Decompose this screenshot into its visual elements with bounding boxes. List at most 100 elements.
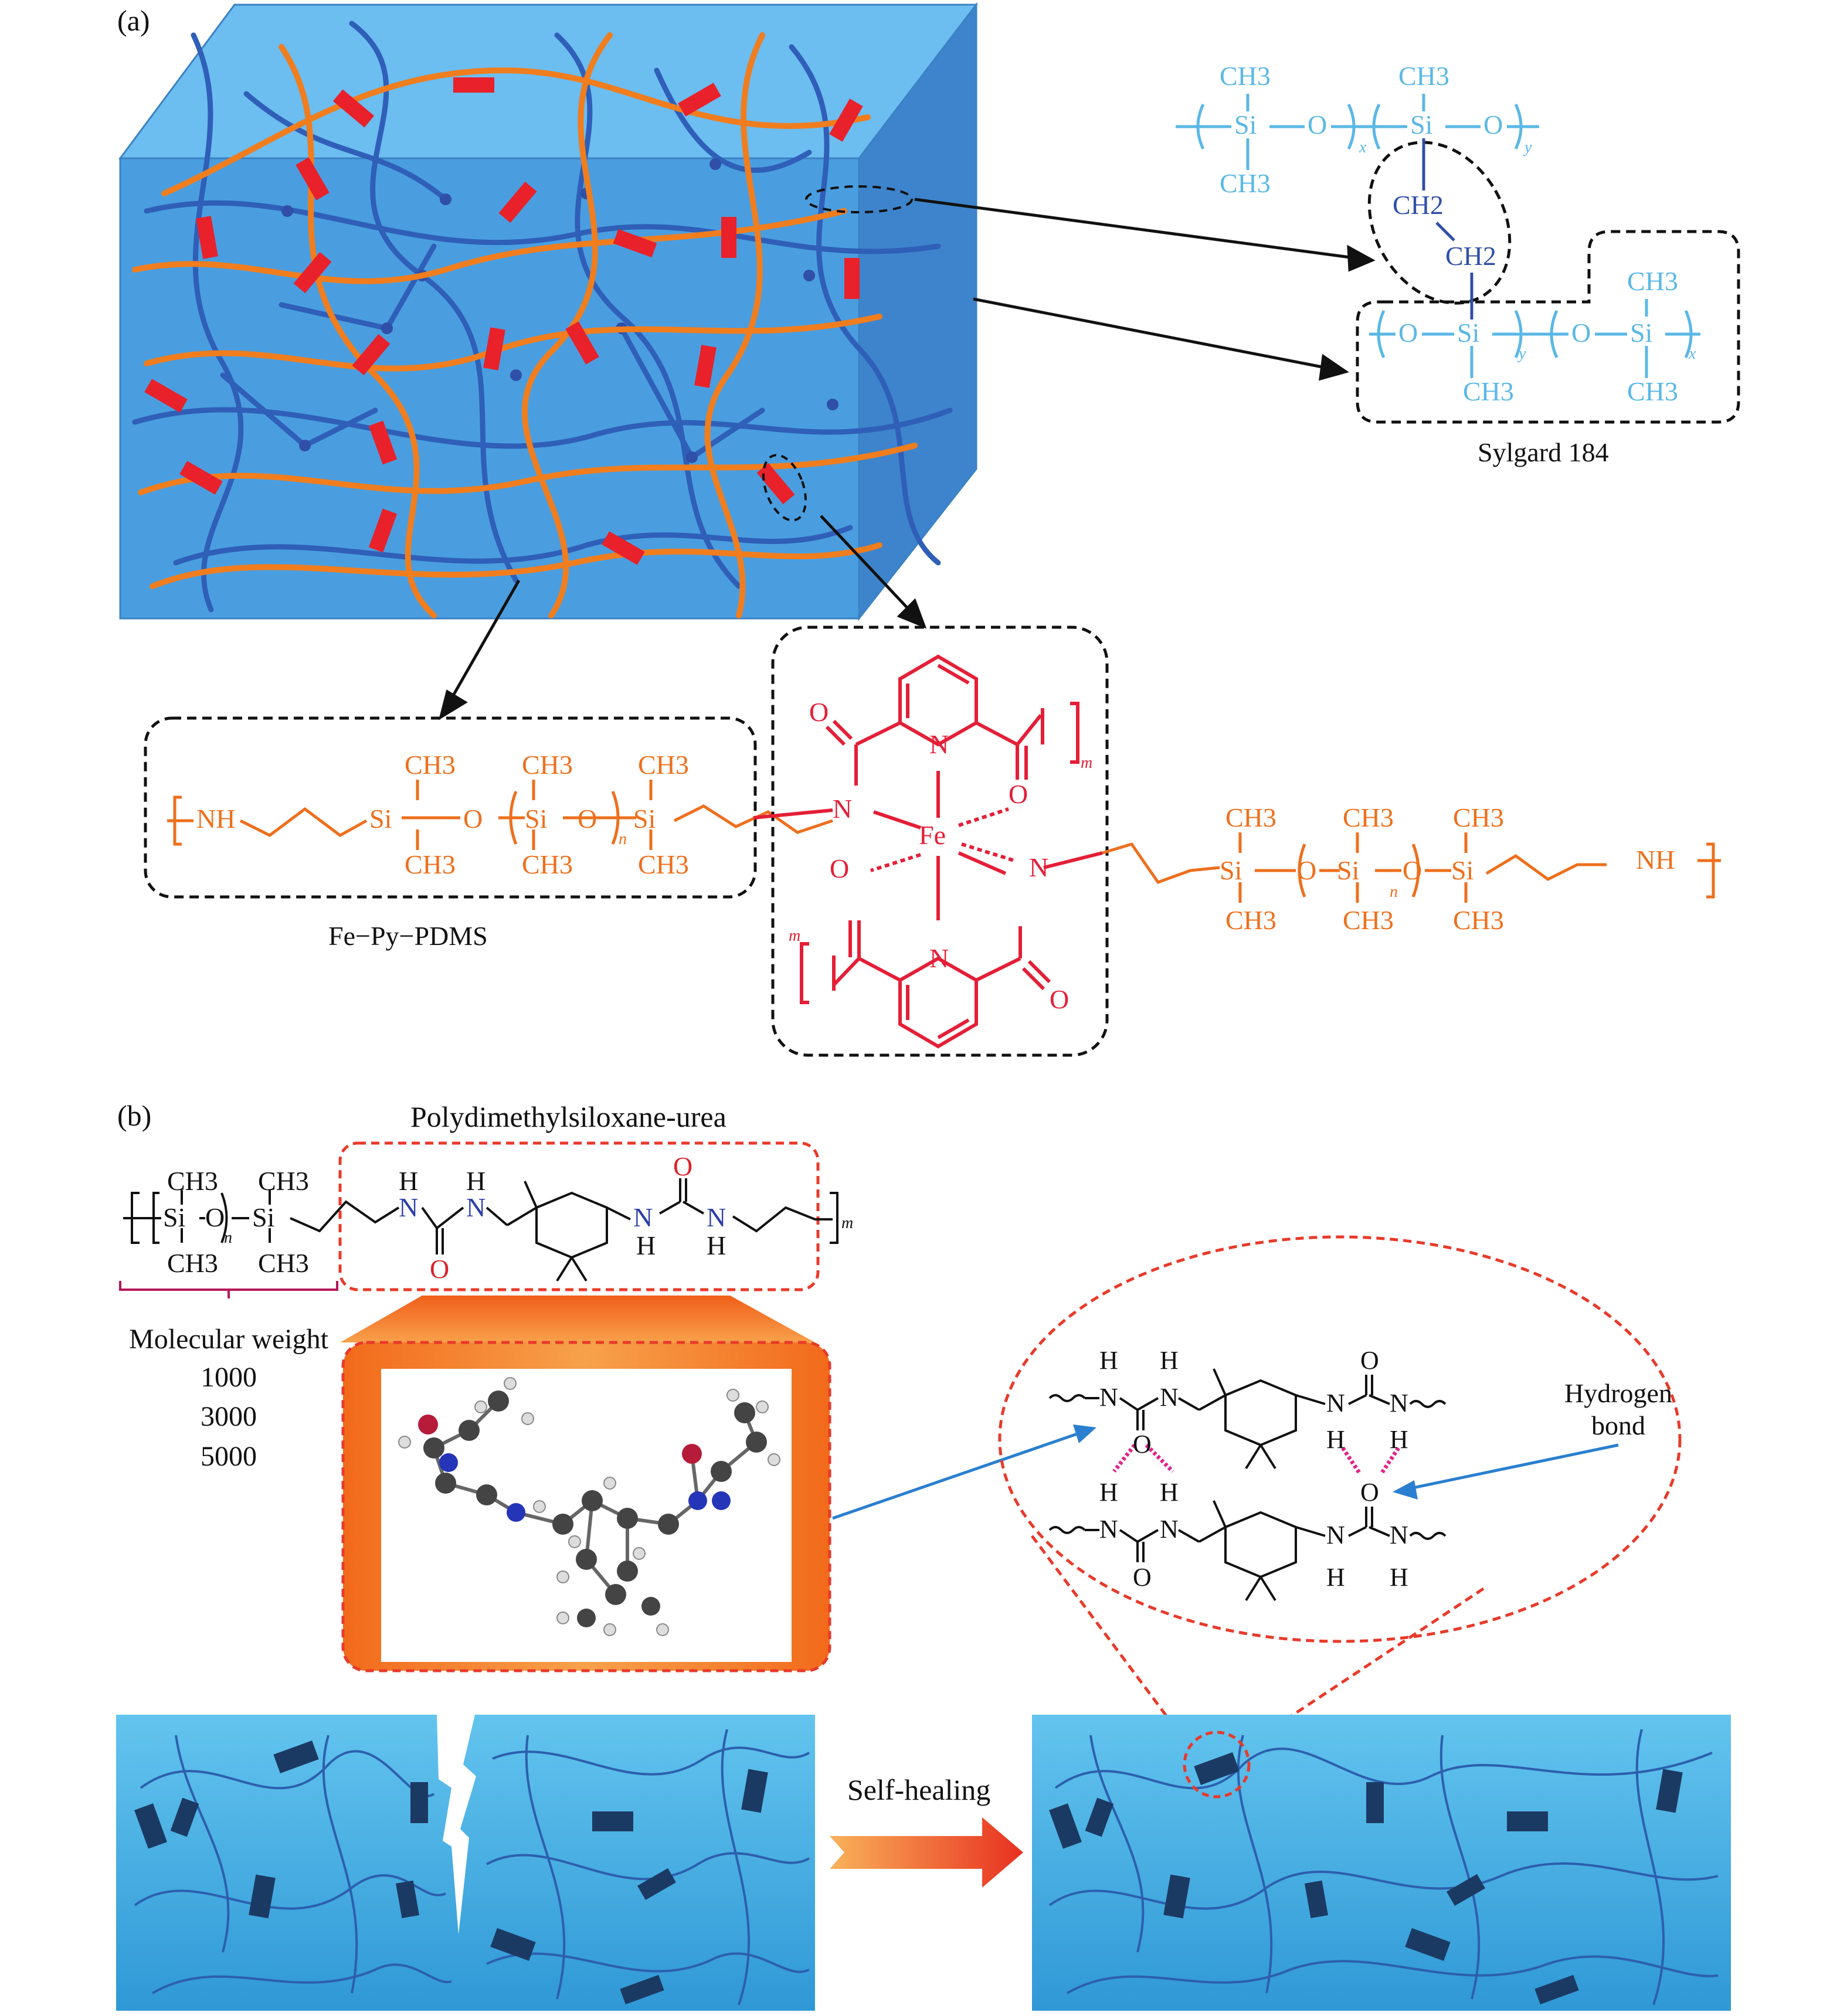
self-healing-label: Self-healing [847,1773,990,1806]
urea-segments [134,1740,768,2005]
si-atom: Si [525,804,547,834]
subscript-n: n [619,830,627,848]
si-atom: Si [633,804,656,834]
o-atom: O [1360,1478,1379,1507]
n-atom: N [399,1192,418,1222]
ch3-label: CH3 [405,750,456,780]
ch3-label: CH3 [638,849,689,879]
carbonyl-o: O [1009,779,1028,809]
h-atom: H [707,1230,726,1260]
network-cube [118,2,979,621]
pyridine-n: N [929,943,949,973]
mw-value: 1000 [201,1362,257,1393]
h-atom: H [636,1230,656,1260]
si-atom: Si [252,1202,274,1232]
hydrogen-bond-callout: Hydrogen bond [1393,1378,1672,1500]
zoom-pointer-head [1073,1425,1096,1443]
ch3-label: CH3 [167,1248,218,1278]
si-atom: Si [1337,855,1359,885]
o-atom: O [463,804,483,834]
h-atom: H [1326,1563,1345,1592]
sylgard-link-highlight [1367,141,1512,305]
hydrogen-bond-zoom: H N H N O N H O N H H N H N O O N H N H [998,1235,1682,1757]
highlight-ellipse-sylgard [805,185,913,213]
o-atom: O [1483,110,1503,140]
ch3-label: CH3 [405,849,456,879]
ch3-label: CH3 [258,1248,309,1278]
ch3-label: CH3 [522,750,573,780]
n-atom: N [1160,1383,1179,1412]
molecular-model-frame [341,1341,831,1672]
si-atom: Si [163,1202,185,1232]
cube-top-face [118,4,979,159]
o-atom: O [1398,318,1418,348]
fe-atom: Fe [919,820,946,850]
subscript-y: y [1523,138,1532,157]
fepy-name: Fe−Py−PDMS [328,921,488,951]
o-atom: O [1571,318,1591,348]
carbonyl-o: O [809,697,829,727]
ch3-label: CH3 [1627,376,1678,406]
pdms-urea-formula: Si O Si CH3 CH3 CH3 CH3 n H N H N O N H … [119,1141,853,1298]
o-atom: O [578,804,597,834]
damaged-slab [116,1715,815,2011]
sylgard-link: CH2 CH2 [1393,138,1496,319]
subscript-n: n [1390,883,1398,901]
amide-n: N [1029,852,1048,882]
h-atom: H [1160,1478,1179,1507]
h-atom: H [1326,1425,1345,1454]
fepy-pdms-right: Si O Si O Si NH CH3 CH3 CH3 CH3 CH3 CH3 … [1102,803,1721,935]
si-atom: Si [1410,110,1432,140]
ch3-label: CH3 [167,1166,218,1196]
o-atom: O [1403,855,1422,885]
pointer-arrows-a [439,198,1376,720]
ch3-label: CH3 [258,1166,309,1196]
carbonyl-o: O [430,1254,449,1284]
sylgard-name: Sylgard 184 [1478,437,1609,467]
n-atom: N [1099,1515,1118,1544]
ch3-label: CH3 [1463,376,1514,406]
si-atom: Si [369,804,392,834]
pdms-bracket [119,1281,338,1298]
fe-complex: N N N N Fe O O O O m m [753,625,1109,1057]
h-atom: H [1160,1346,1179,1375]
carbonyl-o: O [1050,984,1069,1014]
n-atom: N [466,1192,485,1222]
hydrogen-bond-label-line2: bond [1591,1410,1645,1440]
h-atom: H [466,1166,485,1196]
ch3-label: CH3 [1453,803,1504,832]
zoom-pointer [832,1432,1079,1520]
amide-n: N [833,794,852,824]
h-atom: H [399,1166,418,1196]
ch3-label: CH3 [1398,61,1449,91]
n-atom: N [1099,1383,1118,1412]
urea-segments-healed [1049,1752,1683,2005]
n-atom: N [1160,1515,1179,1544]
panel-b-label: (b) [117,1099,151,1132]
si-atom: Si [1630,318,1652,348]
panel-a-label: (a) [117,4,150,37]
n-atom: N [707,1202,726,1232]
si-atom: Si [1220,855,1242,885]
crack [437,1715,476,1935]
mw-label: Molecular weight [129,1324,329,1355]
o-atom: O [1308,110,1327,140]
carbon-atoms [423,1391,767,1627]
o-atom: O [1297,855,1316,885]
pdms-urea-title: Polydimethylsiloxane-urea [410,1100,726,1133]
nh-group: NH [196,804,235,834]
ch2-label: CH2 [1393,190,1444,220]
h-atom: H [1390,1563,1408,1592]
fepy-box [144,716,757,899]
ch3-label: CH3 [522,849,573,879]
sylgard-top-bonds [1176,94,1539,170]
zoom-cone-left [1030,1535,1198,1757]
ch2-label: CH2 [1445,241,1496,271]
molecular-weight-legend: Molecular weight 1000 3000 5000 [129,1324,329,1472]
subscript-x: x [1359,138,1367,157]
sylgard-bottom-repeat: CH3 O Si O Si CH3 CH3 y x [1398,266,1696,406]
nh-group: NH [1636,845,1675,875]
mw-value: 5000 [201,1441,257,1472]
zoom-cone-right [1230,1587,1485,1757]
